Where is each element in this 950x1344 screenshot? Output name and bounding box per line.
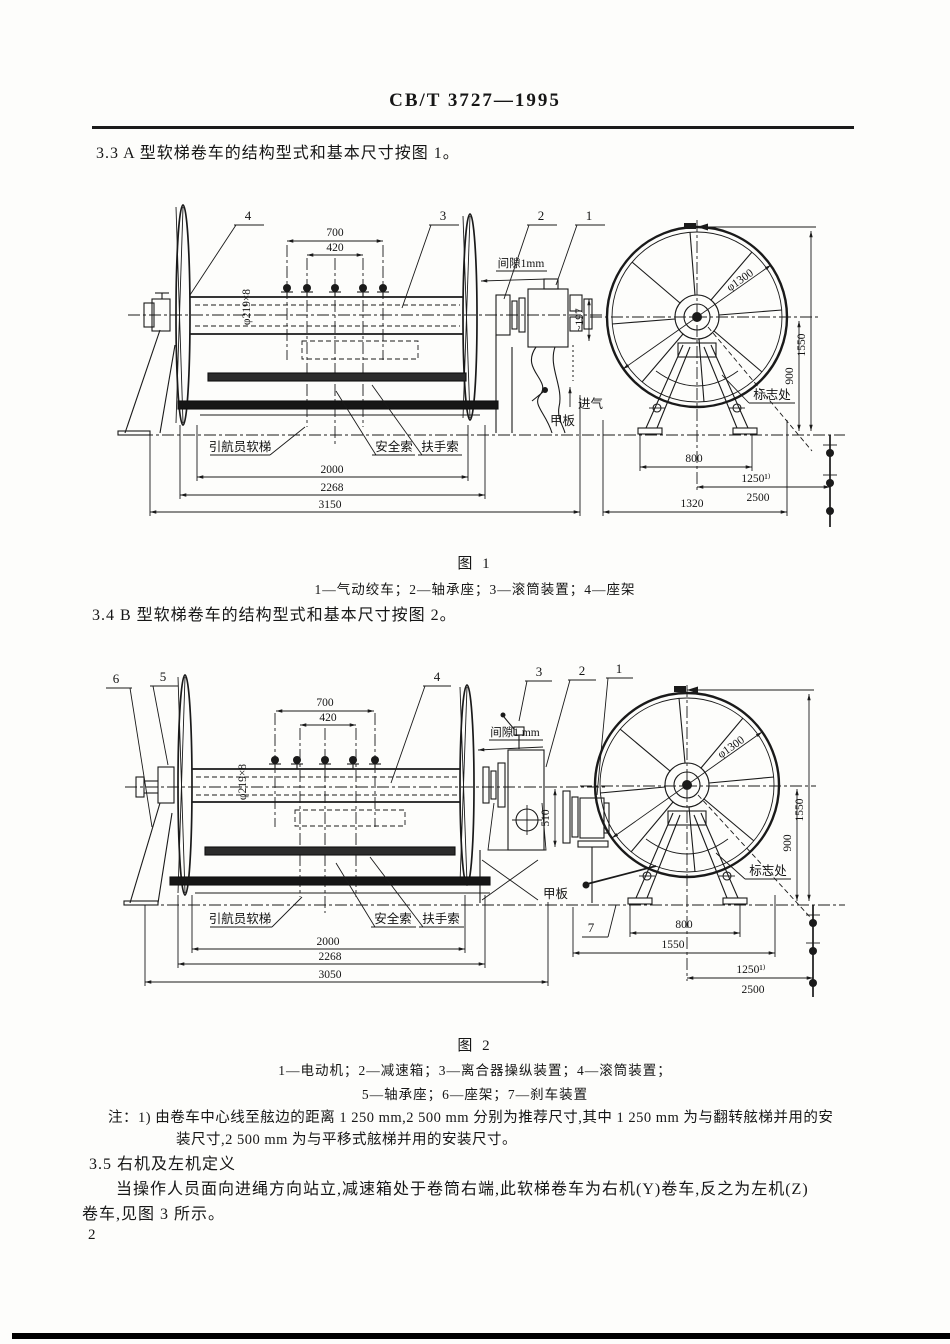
fig2-callout-5: 5 — [160, 669, 167, 684]
clause-3-5-heading: 3.5 右机及左机定义 — [89, 1156, 237, 1173]
fig1-dim-drum-pipe: φ219×8 — [241, 289, 253, 325]
fig1-dim-gap: 间隙1mm — [498, 256, 545, 270]
fig2-dim-800: 800 — [675, 919, 693, 931]
fig1-label-pilot-ladder: 引航员软梯 — [209, 439, 272, 454]
fig2-dim-700: 700 — [316, 697, 334, 709]
fig1-callout-4: 4 — [245, 208, 252, 223]
fig1-dim-2500: 2500 — [747, 492, 770, 504]
fig1-dim-3150: 3150 — [319, 499, 342, 511]
fig1-linework — [117, 204, 845, 527]
fig2-callout-4: 4 — [434, 669, 441, 684]
fig1-dim-diameter-1300: φ1300 — [725, 267, 756, 294]
figure2-legend-line1: 1—电动机；2—减速箱；3—离合器操纵装置；4—滚筒装置； — [278, 1063, 672, 1078]
fig2-dim-3050: 3050 — [319, 969, 342, 981]
fig2-dim-510: 510 — [540, 809, 552, 827]
figure2-legend-line2: 5—轴承座；6—座架；7—刹车装置 — [361, 1087, 589, 1102]
figure2-caption: 图 2 — [457, 1038, 493, 1054]
fig2-dim-drum-pipe: φ219×8 — [237, 764, 249, 800]
clause-3-5-body-line1: 当操作人员面向进绳方向站立,减速箱处于卷筒右端,此软梯卷车为右机(Y)卷车,反之… — [116, 1181, 809, 1198]
fig2-dim-gap: 间隙1 mm — [490, 725, 540, 739]
page-number: 2 — [88, 1227, 96, 1243]
fig2-callout-6: 6 — [113, 671, 120, 686]
fig1-label-handrail-rope: 扶手索 — [421, 439, 459, 454]
fig2-callout-7: 7 — [588, 920, 595, 935]
fig1-dim-1250: 1250¹⁾ — [741, 472, 770, 485]
fig1-dim-2268: 2268 — [321, 482, 344, 494]
standard-number-header: CB/T 3727—1995 — [389, 90, 561, 111]
fig2-dim-diameter-1300: φ1300 — [716, 734, 747, 761]
fig2-dim-1250: 1250¹⁾ — [736, 963, 765, 976]
figure1-legend: 1—气动绞车；2—轴承座；3—滚筒装置；4—座架 — [314, 582, 636, 597]
fig2-linework — [106, 674, 845, 997]
fig2-wheel-spokes — [599, 697, 775, 873]
fig2-dim-420: 420 — [319, 712, 337, 724]
footnote-line2: 装尺寸,2 500 mm 为与平移式舷梯并用的安装尺寸。 — [176, 1132, 518, 1148]
fig1-dim-420: 420 — [326, 242, 344, 254]
fig2-dim-900: 900 — [782, 834, 794, 852]
fig2-dim-1550-vertical: 1550 — [794, 798, 806, 821]
header-rule — [92, 126, 854, 129]
fig2-dim-2268: 2268 — [319, 951, 342, 963]
figure1-caption: 图 1 — [457, 556, 493, 572]
fig1-label-air-inlet: 进气 — [578, 396, 604, 411]
fig1-dim-1320: 1320 — [681, 498, 704, 510]
fig1-dim-1550: 1550 — [796, 333, 808, 356]
fig1-label-deck: 甲板 — [550, 414, 576, 428]
fig1-callout-1: 1 — [586, 208, 593, 223]
clause-3-3: 3.3 A 型软梯卷车的结构型式和基本尺寸按图 1。 — [96, 145, 460, 162]
fig2-label-handrail-rope: 扶手索 — [422, 911, 460, 926]
fig2-label-safety-rope: 安全索 — [374, 911, 412, 926]
fig1-callout-3: 3 — [440, 208, 447, 223]
fig2-callout-3: 3 — [536, 664, 543, 679]
clause-3-4: 3.4 B 型软梯卷车的结构型式和基本尺寸按图 2。 — [92, 607, 457, 624]
fig1-dim-197: ~197 — [574, 308, 586, 332]
footer-bar — [12, 1333, 950, 1339]
fig2-dim-1550-base: 1550 — [662, 939, 685, 951]
fig2-callout-1: 1 — [616, 661, 623, 676]
footnote-line1: 注：1) 由卷车中心线至舷边的距离 1 250 mm,2 500 mm 分别为推… — [108, 1110, 834, 1126]
fig1-dim-800: 800 — [685, 453, 703, 465]
fig2-callout-2: 2 — [579, 663, 586, 678]
fig1-label-safety-rope: 安全索 — [375, 439, 413, 454]
clause-3-5-body-line2: 卷车,见图 3 所示。 — [82, 1206, 226, 1223]
fig1-callout-2: 2 — [538, 208, 545, 223]
fig1-dim-900: 900 — [784, 367, 796, 385]
fig1-wheel-spokes — [611, 231, 783, 403]
figure2-drawing: 6 5 4 3 2 1 7 700 420 φ219×8 间隙1 mm 510 … — [106, 661, 845, 997]
fig1-label-mark-position: 标志处 — [753, 388, 791, 402]
figure1-drawing: 4 3 2 1 700 420 φ219×8 间隙1mm ~197 进气 甲板 … — [117, 204, 845, 527]
fig1-dim-700: 700 — [326, 227, 344, 239]
fig2-dim-2000: 2000 — [317, 936, 340, 948]
fig1-dim-2000: 2000 — [321, 464, 344, 476]
fig2-label-deck: 甲板 — [543, 887, 569, 901]
fig2-label-pilot-ladder: 引航员软梯 — [209, 911, 272, 926]
fig2-label-mark-position: 标志处 — [749, 864, 787, 878]
fig2-dim-2500: 2500 — [742, 984, 765, 996]
